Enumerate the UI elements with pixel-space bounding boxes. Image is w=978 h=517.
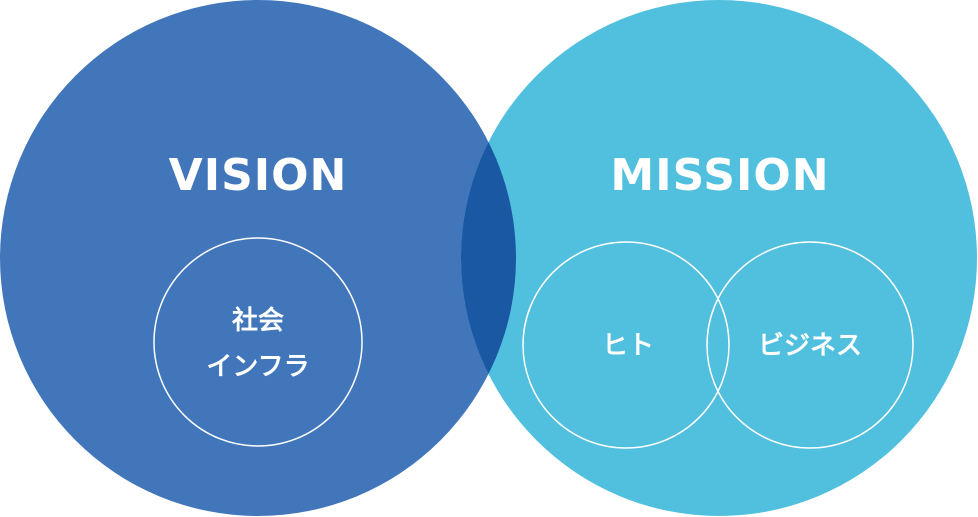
social-infra-ring	[153, 237, 363, 447]
people-ring	[522, 241, 730, 449]
social-label: 社会	[231, 306, 285, 336]
vision-circle	[0, 0, 516, 516]
mission-circle	[461, 0, 977, 516]
business-label: ビジネス	[757, 331, 863, 361]
mission-title: MISSION	[610, 150, 830, 201]
business-ring	[706, 241, 914, 449]
people-label: ヒト	[601, 331, 655, 361]
infra-label: インフラ	[206, 352, 310, 382]
social-infra-label: 社会 インフラ	[206, 298, 309, 390]
vision-title: VISION	[168, 150, 348, 201]
